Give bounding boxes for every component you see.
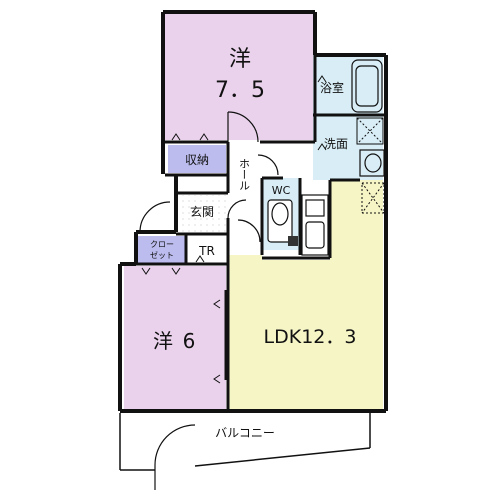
room-western-7-5 (165, 13, 313, 140)
stove-icon (288, 236, 298, 246)
room-western-6 (124, 266, 226, 411)
closet-label-line1: クロー (150, 240, 174, 249)
room-ldk (229, 180, 383, 409)
interior-walls (136, 55, 386, 411)
western-a-name: 洋 (229, 47, 251, 72)
storage-label: 収納 (185, 153, 209, 167)
room-hall (228, 140, 258, 255)
room-closet (138, 236, 186, 263)
room-storage (168, 145, 226, 173)
western-b-size: 6 (183, 329, 196, 353)
ldk-label: LDK12．3 (264, 326, 357, 348)
room-tr (188, 236, 226, 263)
washroom-label: 洗面 (324, 137, 348, 151)
kitchen-counter-icon (301, 194, 329, 256)
door-swings (139, 111, 279, 490)
wc-label: WC (272, 184, 291, 197)
room-entrance (178, 195, 226, 237)
tr-label: TR (198, 244, 215, 258)
fridge-icon (361, 182, 385, 214)
sink-icon (359, 149, 385, 177)
room-bath (313, 55, 383, 115)
hall-label: ホール (238, 158, 251, 191)
entrance-label: 玄関 (190, 204, 214, 219)
bath-label: 浴室 (320, 80, 344, 95)
western-b-name: 洋 (153, 329, 173, 353)
balcony-label: バルコニー (215, 426, 275, 440)
door-markers (141, 75, 327, 384)
washing-machine-icon (356, 117, 384, 145)
bathtub-icon (351, 59, 383, 113)
closet-label-line2: ゼット (150, 250, 174, 260)
balcony-outline (119, 413, 371, 471)
toilet-icon (267, 199, 293, 243)
western-a-size: 7．5 (215, 78, 265, 103)
